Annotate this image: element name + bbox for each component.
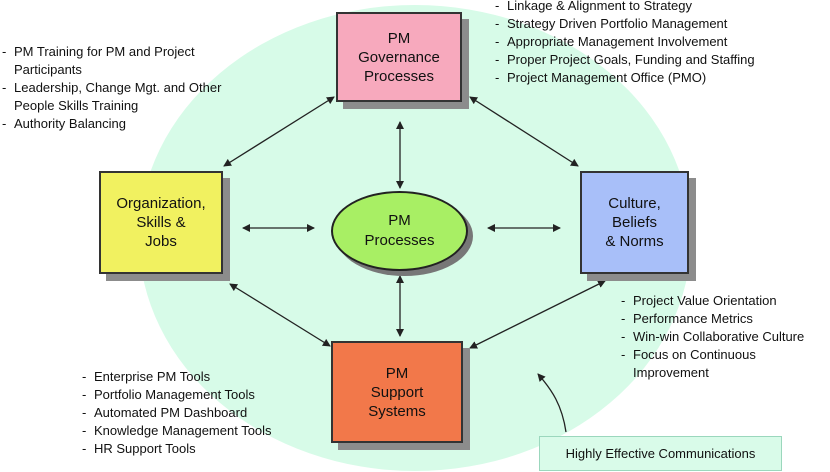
arrow-culture-support	[469, 280, 606, 349]
pm-governance-processes-label: PM Governance Processes	[358, 29, 440, 85]
arrow-communications-callout	[537, 373, 567, 433]
connector-arrows	[223, 96, 606, 433]
list-item: Portfolio Management Tools	[80, 386, 325, 404]
arrow-organization-support	[229, 283, 331, 347]
arrow-governance-organization	[223, 96, 335, 167]
list-item: PM Training for PM and Project Participa…	[0, 43, 240, 79]
governance-notes-list: Linkage & Alignment to Strategy Strategy…	[493, 0, 828, 87]
list-item: Project Value Orientation	[619, 292, 830, 310]
list-item: Linkage & Alignment to Strategy	[493, 0, 828, 15]
list-item: Authority Balancing	[0, 115, 240, 133]
culture-notes-list: Project Value Orientation Performance Me…	[619, 292, 830, 382]
pm-support-systems-label: PM Support Systems	[368, 364, 426, 420]
organization-skills-jobs-label: Organization, Skills & Jobs	[116, 195, 206, 250]
list-item: Focus on Continuous Improvement	[619, 346, 830, 382]
list-item: Automated PM Dashboard	[80, 404, 325, 422]
culture-beliefs-norms-box: Culture, Beliefs & Norms	[580, 171, 689, 274]
list-item: Leadership, Change Mgt. and Other People…	[0, 79, 240, 115]
communications-label-box: Highly Effective Communications	[539, 436, 782, 471]
pm-support-systems-box: PM Support Systems	[331, 341, 463, 443]
organization-notes-list: PM Training for PM and Project Participa…	[0, 43, 240, 133]
support-notes-list: Enterprise PM Tools Portfolio Management…	[80, 368, 325, 458]
list-item: Performance Metrics	[619, 310, 830, 328]
pm-governance-processes-box: PM Governance Processes	[336, 12, 462, 102]
list-item: Enterprise PM Tools	[80, 368, 325, 386]
list-item: Win-win Collaborative Culture	[619, 328, 830, 346]
arrow-governance-culture	[469, 96, 579, 167]
list-item: Project Management Office (PMO)	[493, 69, 828, 87]
pm-processes-ellipse: PM Processes	[331, 191, 468, 271]
communications-label: Highly Effective Communications	[565, 446, 756, 461]
list-item: Knowledge Management Tools	[80, 422, 325, 440]
organization-skills-jobs-box: Organization, Skills & Jobs	[99, 171, 223, 274]
list-item: Appropriate Management Involvement	[493, 33, 828, 51]
list-item: HR Support Tools	[80, 440, 325, 458]
list-item: Strategy Driven Portfolio Management	[493, 15, 828, 33]
pm-processes-label: PM Processes	[364, 212, 435, 249]
list-item: Proper Project Goals, Funding and Staffi…	[493, 51, 828, 69]
culture-beliefs-norms-label: Culture, Beliefs & Norms	[605, 195, 664, 250]
